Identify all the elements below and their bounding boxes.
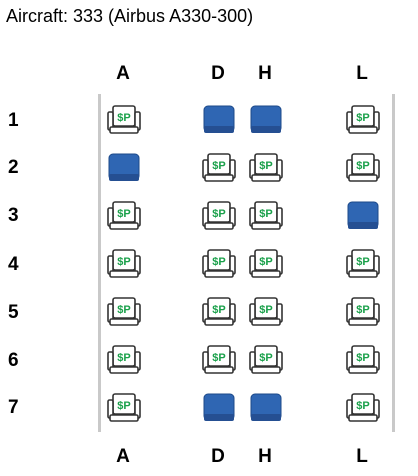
seat-5l[interactable]: $P xyxy=(345,296,381,328)
aircraft-title: Aircraft: 333 (Airbus A330-300) xyxy=(6,6,254,26)
svg-text:$P: $P xyxy=(117,256,130,268)
seat-2a xyxy=(106,152,142,184)
occupied-seat-icon xyxy=(347,201,379,229)
svg-text:$P: $P xyxy=(212,208,225,220)
seat-1h xyxy=(248,104,284,136)
seat-7a[interactable]: $P xyxy=(106,392,142,424)
occupied-seat-icon xyxy=(108,153,140,181)
svg-text:$P: $P xyxy=(259,160,272,172)
paid-seat-icon: $P xyxy=(249,153,283,182)
seat-3d[interactable]: $P xyxy=(201,200,237,232)
paid-seat-icon: $P xyxy=(249,201,283,230)
row-label-1: 1 xyxy=(8,110,19,131)
seat-3a[interactable]: $P xyxy=(106,200,142,232)
occupied-seat-icon xyxy=(203,105,235,133)
fuselage-rail-right xyxy=(392,94,395,432)
svg-text:$P: $P xyxy=(212,160,225,172)
svg-text:$P: $P xyxy=(212,256,225,268)
seat-7l[interactable]: $P xyxy=(345,392,381,424)
paid-seat-icon: $P xyxy=(249,345,283,374)
paid-seat-icon: $P xyxy=(346,345,380,374)
paid-seat-icon: $P xyxy=(202,345,236,374)
seat-6a[interactable]: $P xyxy=(106,344,142,376)
row-label-4: 4 xyxy=(8,254,19,275)
paid-seat-icon: $P xyxy=(202,297,236,326)
column-label-bottom-h: H xyxy=(258,446,272,467)
seat-5d[interactable]: $P xyxy=(201,296,237,328)
svg-text:$P: $P xyxy=(117,112,130,124)
svg-text:$P: $P xyxy=(356,400,369,412)
seat-7h xyxy=(248,392,284,424)
seat-6d[interactable]: $P xyxy=(201,344,237,376)
paid-seat-icon: $P xyxy=(249,249,283,278)
seat-4h[interactable]: $P xyxy=(248,248,284,280)
occupied-seat-icon xyxy=(250,393,282,421)
paid-seat-icon: $P xyxy=(346,153,380,182)
occupied-seat-icon xyxy=(250,105,282,133)
paid-seat-icon: $P xyxy=(107,249,141,278)
column-label-top-l: L xyxy=(356,63,368,84)
column-label-top-d: D xyxy=(211,63,225,84)
svg-text:$P: $P xyxy=(212,352,225,364)
seat-2l[interactable]: $P xyxy=(345,152,381,184)
svg-text:$P: $P xyxy=(259,352,272,364)
seat-5a[interactable]: $P xyxy=(106,296,142,328)
seat-2h[interactable]: $P xyxy=(248,152,284,184)
svg-text:$P: $P xyxy=(356,304,369,316)
seat-1d xyxy=(201,104,237,136)
row-label-5: 5 xyxy=(8,302,19,323)
svg-text:$P: $P xyxy=(117,352,130,364)
svg-text:$P: $P xyxy=(356,352,369,364)
seat-5h[interactable]: $P xyxy=(248,296,284,328)
paid-seat-icon: $P xyxy=(107,297,141,326)
column-label-bottom-l: L xyxy=(356,446,368,467)
paid-seat-icon: $P xyxy=(202,201,236,230)
paid-seat-icon: $P xyxy=(346,105,380,134)
svg-text:$P: $P xyxy=(117,400,130,412)
paid-seat-icon: $P xyxy=(107,393,141,422)
occupied-seat-icon xyxy=(203,393,235,421)
seat-4l[interactable]: $P xyxy=(345,248,381,280)
seat-4d[interactable]: $P xyxy=(201,248,237,280)
svg-text:$P: $P xyxy=(259,304,272,316)
paid-seat-icon: $P xyxy=(202,249,236,278)
seat-7d xyxy=(201,392,237,424)
column-label-bottom-d: D xyxy=(211,446,225,467)
row-label-2: 2 xyxy=(8,157,19,178)
paid-seat-icon: $P xyxy=(107,201,141,230)
svg-text:$P: $P xyxy=(117,208,130,220)
svg-text:$P: $P xyxy=(259,208,272,220)
svg-text:$P: $P xyxy=(356,256,369,268)
row-label-3: 3 xyxy=(8,205,19,226)
seat-2d[interactable]: $P xyxy=(201,152,237,184)
svg-text:$P: $P xyxy=(356,160,369,172)
column-label-top-h: H xyxy=(258,63,272,84)
svg-text:$P: $P xyxy=(212,304,225,316)
paid-seat-icon: $P xyxy=(346,249,380,278)
seat-6h[interactable]: $P xyxy=(248,344,284,376)
paid-seat-icon: $P xyxy=(107,345,141,374)
seat-1a[interactable]: $P xyxy=(106,104,142,136)
paid-seat-icon: $P xyxy=(202,153,236,182)
svg-text:$P: $P xyxy=(117,304,130,316)
seat-1l[interactable]: $P xyxy=(345,104,381,136)
svg-text:$P: $P xyxy=(356,112,369,124)
paid-seat-icon: $P xyxy=(249,297,283,326)
seat-6l[interactable]: $P xyxy=(345,344,381,376)
row-label-7: 7 xyxy=(8,397,19,418)
seat-3l xyxy=(345,200,381,232)
seat-3h[interactable]: $P xyxy=(248,200,284,232)
paid-seat-icon: $P xyxy=(346,297,380,326)
column-label-top-a: A xyxy=(116,63,130,84)
column-label-bottom-a: A xyxy=(116,446,130,467)
paid-seat-icon: $P xyxy=(107,105,141,134)
seat-4a[interactable]: $P xyxy=(106,248,142,280)
svg-text:$P: $P xyxy=(259,256,272,268)
row-label-6: 6 xyxy=(8,350,19,371)
fuselage-rail-left xyxy=(98,94,101,432)
paid-seat-icon: $P xyxy=(346,393,380,422)
